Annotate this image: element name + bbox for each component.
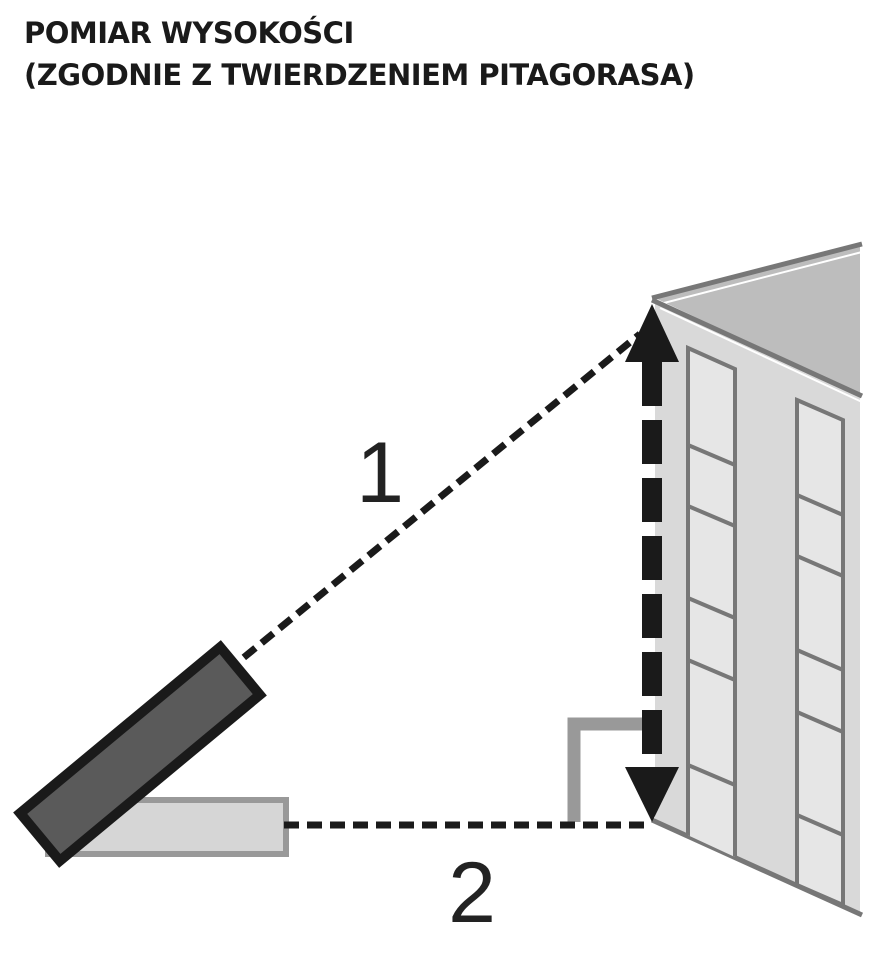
- hypotenuse-distance-line: [223, 331, 643, 675]
- building-icon: [650, 241, 864, 918]
- label-hypotenuse: 1: [356, 425, 404, 521]
- arrow-up-icon: [625, 304, 679, 362]
- right-angle-marker: [567, 717, 651, 822]
- window-column-1: [686, 344, 737, 864]
- label-base: 2: [448, 845, 496, 941]
- title-line-1: POMIAR WYSOKOŚCI: [24, 16, 354, 50]
- building-top-highlight: [659, 307, 863, 403]
- device-body: [13, 640, 267, 868]
- roof-edge-top: [651, 241, 863, 301]
- building-roof: [655, 245, 860, 395]
- height-double-arrow: [625, 304, 679, 822]
- laser-rangefinder-icon: [13, 640, 267, 868]
- arrow-down-icon: [625, 767, 679, 822]
- roof-edge-highlight: [659, 251, 863, 305]
- page-title: POMIAR WYSOKOŚCI (ZGODNIE Z TWIERDZENIEM…: [24, 12, 695, 96]
- title-line-2: (ZGODNIE Z TWIERDZENIEM PITAGORASA): [24, 58, 695, 92]
- window-column-2: [795, 396, 845, 909]
- building-top-edge: [650, 297, 864, 399]
